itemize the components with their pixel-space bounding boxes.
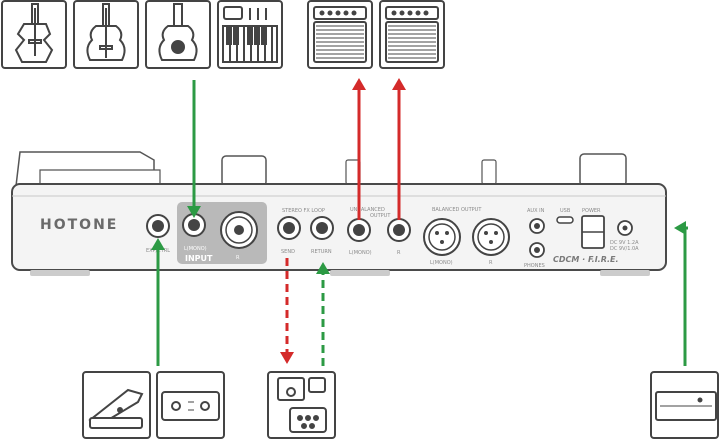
acoustic-guitar-icon [73,0,139,69]
power-adapter-icon [650,371,719,439]
unbalanced-left-jack[interactable] [347,218,371,242]
expression-pedal-icon [82,371,151,439]
phones-jack[interactable] [529,242,545,258]
amplifier-icon [379,0,445,69]
aux-label: AUX IN [527,208,545,214]
power-label: POWER [582,208,601,214]
unbalanced-subtitle: OUTPUT [370,213,391,219]
unbalanced-right-label: R [397,250,401,256]
input-mono-label: L(MONO) [184,246,207,252]
fx-loop-title: STEREO FX LOOP [282,208,325,214]
balanced-left-label: L(MONO) [430,260,453,266]
classical-guitar-icon [145,0,211,69]
product-logo: CDCM · F.I.R.E. [553,255,619,264]
balanced-right-xlr[interactable] [472,218,510,256]
send-arrow [280,258,294,364]
unbalanced-title: UNBALANCED [350,207,385,213]
amplifier-icon [307,0,373,69]
balanced-left-xlr[interactable] [423,218,461,256]
input-jack[interactable] [182,213,206,237]
output-right-arrow [392,78,406,220]
return-jack[interactable] [310,216,334,240]
synth-keyboard-icon [217,0,283,69]
phones-label: PHONES [524,263,545,269]
balanced-title: BALANCED OUTPUT [432,207,482,213]
brand-logo: HOTONE [40,217,118,233]
send-label: SEND [281,249,295,255]
unbalanced-right-jack[interactable] [387,218,411,242]
input-label: INPUT [185,254,213,263]
send-jack[interactable] [277,216,301,240]
aux-in-jack[interactable] [529,218,545,234]
dc-spec-label: DC 9V 1.2A [610,240,639,246]
dc-spec-label-2: DC 9V/1.0A [610,246,639,252]
unbalanced-left-label: L(MONO) [349,250,372,256]
balanced-right-label: R [489,260,493,266]
power-arrow [674,221,688,366]
usb-port[interactable] [556,216,574,224]
output-left-arrow [352,78,366,220]
power-switch[interactable] [581,215,605,249]
dc-power-jack[interactable] [617,220,633,236]
return-label: RETURN [311,249,332,255]
input-combo-jack[interactable] [220,211,258,249]
exp-ctrl-jack[interactable] [146,214,170,238]
footswitch-icon [156,371,225,439]
return-arrow [316,262,330,366]
electric-guitar-icon [1,0,67,69]
usb-label: USB [560,208,571,214]
input-arrow [187,80,201,218]
exp-ctrl-arrow [151,238,165,366]
effects-pedal-icon [267,371,336,439]
input-r-label: R [236,255,240,261]
